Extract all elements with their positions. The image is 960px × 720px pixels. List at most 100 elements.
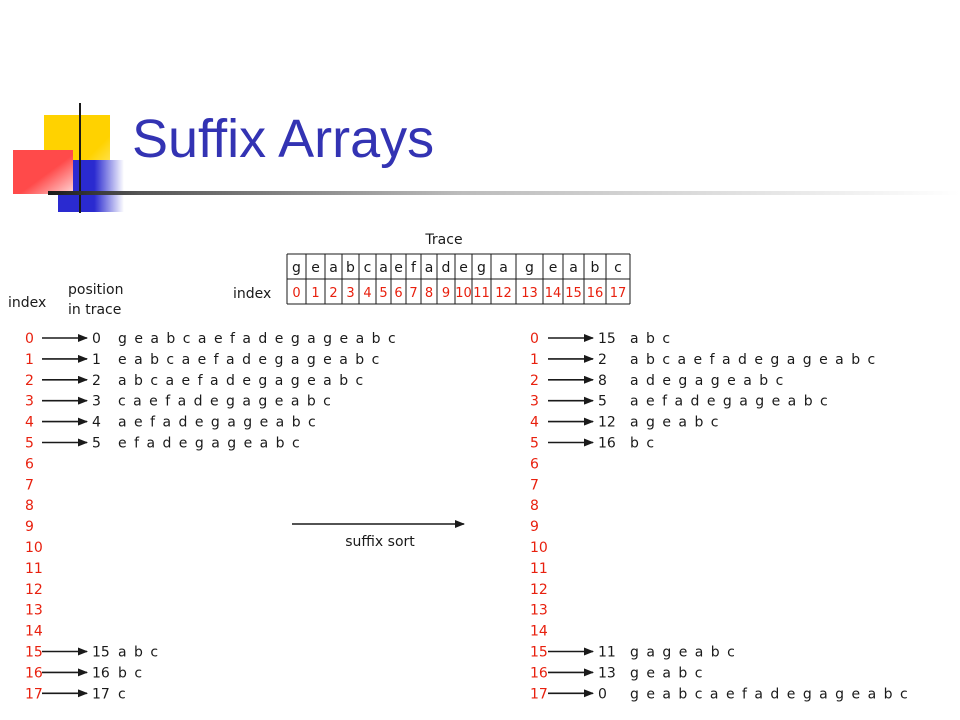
suffix-text: a e f a d e g a g e a b c xyxy=(630,394,829,410)
trace-char: e xyxy=(459,260,468,276)
suffix-sort-label: suffix sort xyxy=(345,534,415,550)
trace-char: e xyxy=(394,260,403,276)
suffix-text: a d e g a g e a b c xyxy=(630,373,785,389)
slide-title: Suffix Arrays xyxy=(132,109,435,169)
row-index: 2 xyxy=(25,373,34,389)
suffix-text: a e f a d e g a g e a b c xyxy=(118,415,317,431)
trace-position: 17 xyxy=(92,686,110,702)
suffix-text: a g e a b c xyxy=(630,415,720,431)
trace-index: 3 xyxy=(346,286,354,301)
suffix-text: a b c a e f a d e g a g e a b c xyxy=(118,373,365,389)
trace-position: 0 xyxy=(598,686,607,702)
row-index: 15 xyxy=(530,645,548,661)
trace-index: 8 xyxy=(425,286,433,301)
suffix-text: a b c a e f a d e g a g e a b c xyxy=(630,352,877,368)
row-index: 6 xyxy=(25,456,34,472)
suffix-text: g a g e a b c xyxy=(630,645,736,661)
trace-char: a xyxy=(425,260,434,276)
suffix-text: b c xyxy=(118,665,144,681)
trace-index: 1 xyxy=(311,286,319,301)
row-index: 16 xyxy=(530,665,548,681)
trace-char: b xyxy=(591,260,600,276)
suffix-text: e a b c a e f a d e g a g e a b c xyxy=(118,352,381,368)
trace-position: 5 xyxy=(92,436,101,452)
row-index: 12 xyxy=(530,582,548,598)
suffix-text: b c xyxy=(630,436,656,452)
row-index: 3 xyxy=(25,394,34,410)
suffix-text: e f a d e g a g e a b c xyxy=(118,436,301,452)
trace-char: g xyxy=(525,260,534,276)
trace-position: 3 xyxy=(92,394,101,410)
trace-char: g xyxy=(477,260,486,276)
row-index: 4 xyxy=(25,415,34,431)
row-index: 6 xyxy=(530,456,539,472)
trace-index: 14 xyxy=(545,286,562,301)
row-index: 8 xyxy=(530,498,539,514)
row-index: 9 xyxy=(25,519,34,535)
deco-red-square xyxy=(13,150,73,194)
suffix-text: g e a b c a e f a d e g a g e a b c xyxy=(118,331,397,347)
trace-position: 13 xyxy=(598,665,616,681)
trace-index: 9 xyxy=(442,286,450,301)
trace-index: 17 xyxy=(610,286,627,301)
suffix-text: c xyxy=(118,686,127,702)
row-index: 13 xyxy=(530,603,548,619)
row-index: 5 xyxy=(530,436,539,452)
trace-char: a xyxy=(569,260,578,276)
trace-caption: Trace xyxy=(424,232,462,248)
row-index: 11 xyxy=(530,561,548,577)
trace-index: 7 xyxy=(409,286,417,301)
trace-position: 15 xyxy=(598,331,616,347)
row-index: 14 xyxy=(530,624,548,640)
row-index: 1 xyxy=(25,352,34,368)
position-header-line2: in trace xyxy=(68,302,121,318)
index-header: index xyxy=(8,295,46,311)
row-index: 9 xyxy=(530,519,539,535)
trace-position: 12 xyxy=(598,415,616,431)
trace-char: e xyxy=(549,260,558,276)
row-index: 11 xyxy=(25,561,43,577)
trace-char: b xyxy=(346,260,355,276)
suffix-text: g e a b c a e f a d e g a g e a b c xyxy=(630,686,909,702)
trace-position: 8 xyxy=(598,373,607,389)
row-index: 3 xyxy=(530,394,539,410)
row-index: 0 xyxy=(530,331,539,347)
row-index: 7 xyxy=(25,477,34,493)
trace-index-label: index xyxy=(233,286,271,302)
trace-char: a xyxy=(379,260,388,276)
row-index: 1 xyxy=(530,352,539,368)
trace-position: 5 xyxy=(598,394,607,410)
row-index: 7 xyxy=(530,477,539,493)
row-index: 2 xyxy=(530,373,539,389)
position-header-line1: position xyxy=(68,282,123,298)
row-index: 14 xyxy=(25,624,43,640)
trace-index: 10 xyxy=(455,286,472,301)
trace-position: 2 xyxy=(92,373,101,389)
row-index: 0 xyxy=(25,331,34,347)
trace-table: Trace index g0e1a2b3c4a5e6f7a8d9e10g11a1… xyxy=(233,232,631,305)
trace-grid: g0e1a2b3c4a5e6f7a8d9e10g11a12g13e14a15b1… xyxy=(286,253,631,305)
trace-char: a xyxy=(329,260,338,276)
trace-position: 0 xyxy=(92,331,101,347)
trace-index: 15 xyxy=(565,286,582,301)
row-index: 10 xyxy=(530,540,548,556)
trace-char: a xyxy=(499,260,508,276)
trace-index: 12 xyxy=(495,286,512,301)
row-index: 4 xyxy=(530,415,539,431)
title-underline xyxy=(48,191,960,195)
trace-index: 5 xyxy=(379,286,387,301)
row-index: 16 xyxy=(25,665,43,681)
suffix-text: g e a b c xyxy=(630,665,704,681)
suffix-text: a b c xyxy=(118,645,160,661)
trace-char: d xyxy=(442,260,451,276)
row-index: 17 xyxy=(530,686,548,702)
trace-position: 2 xyxy=(598,352,607,368)
row-index: 8 xyxy=(25,498,34,514)
deco-vertical-line xyxy=(79,103,81,213)
suffix-text: a b c xyxy=(630,331,672,347)
trace-index: 2 xyxy=(329,286,337,301)
trace-char: f xyxy=(411,260,417,276)
